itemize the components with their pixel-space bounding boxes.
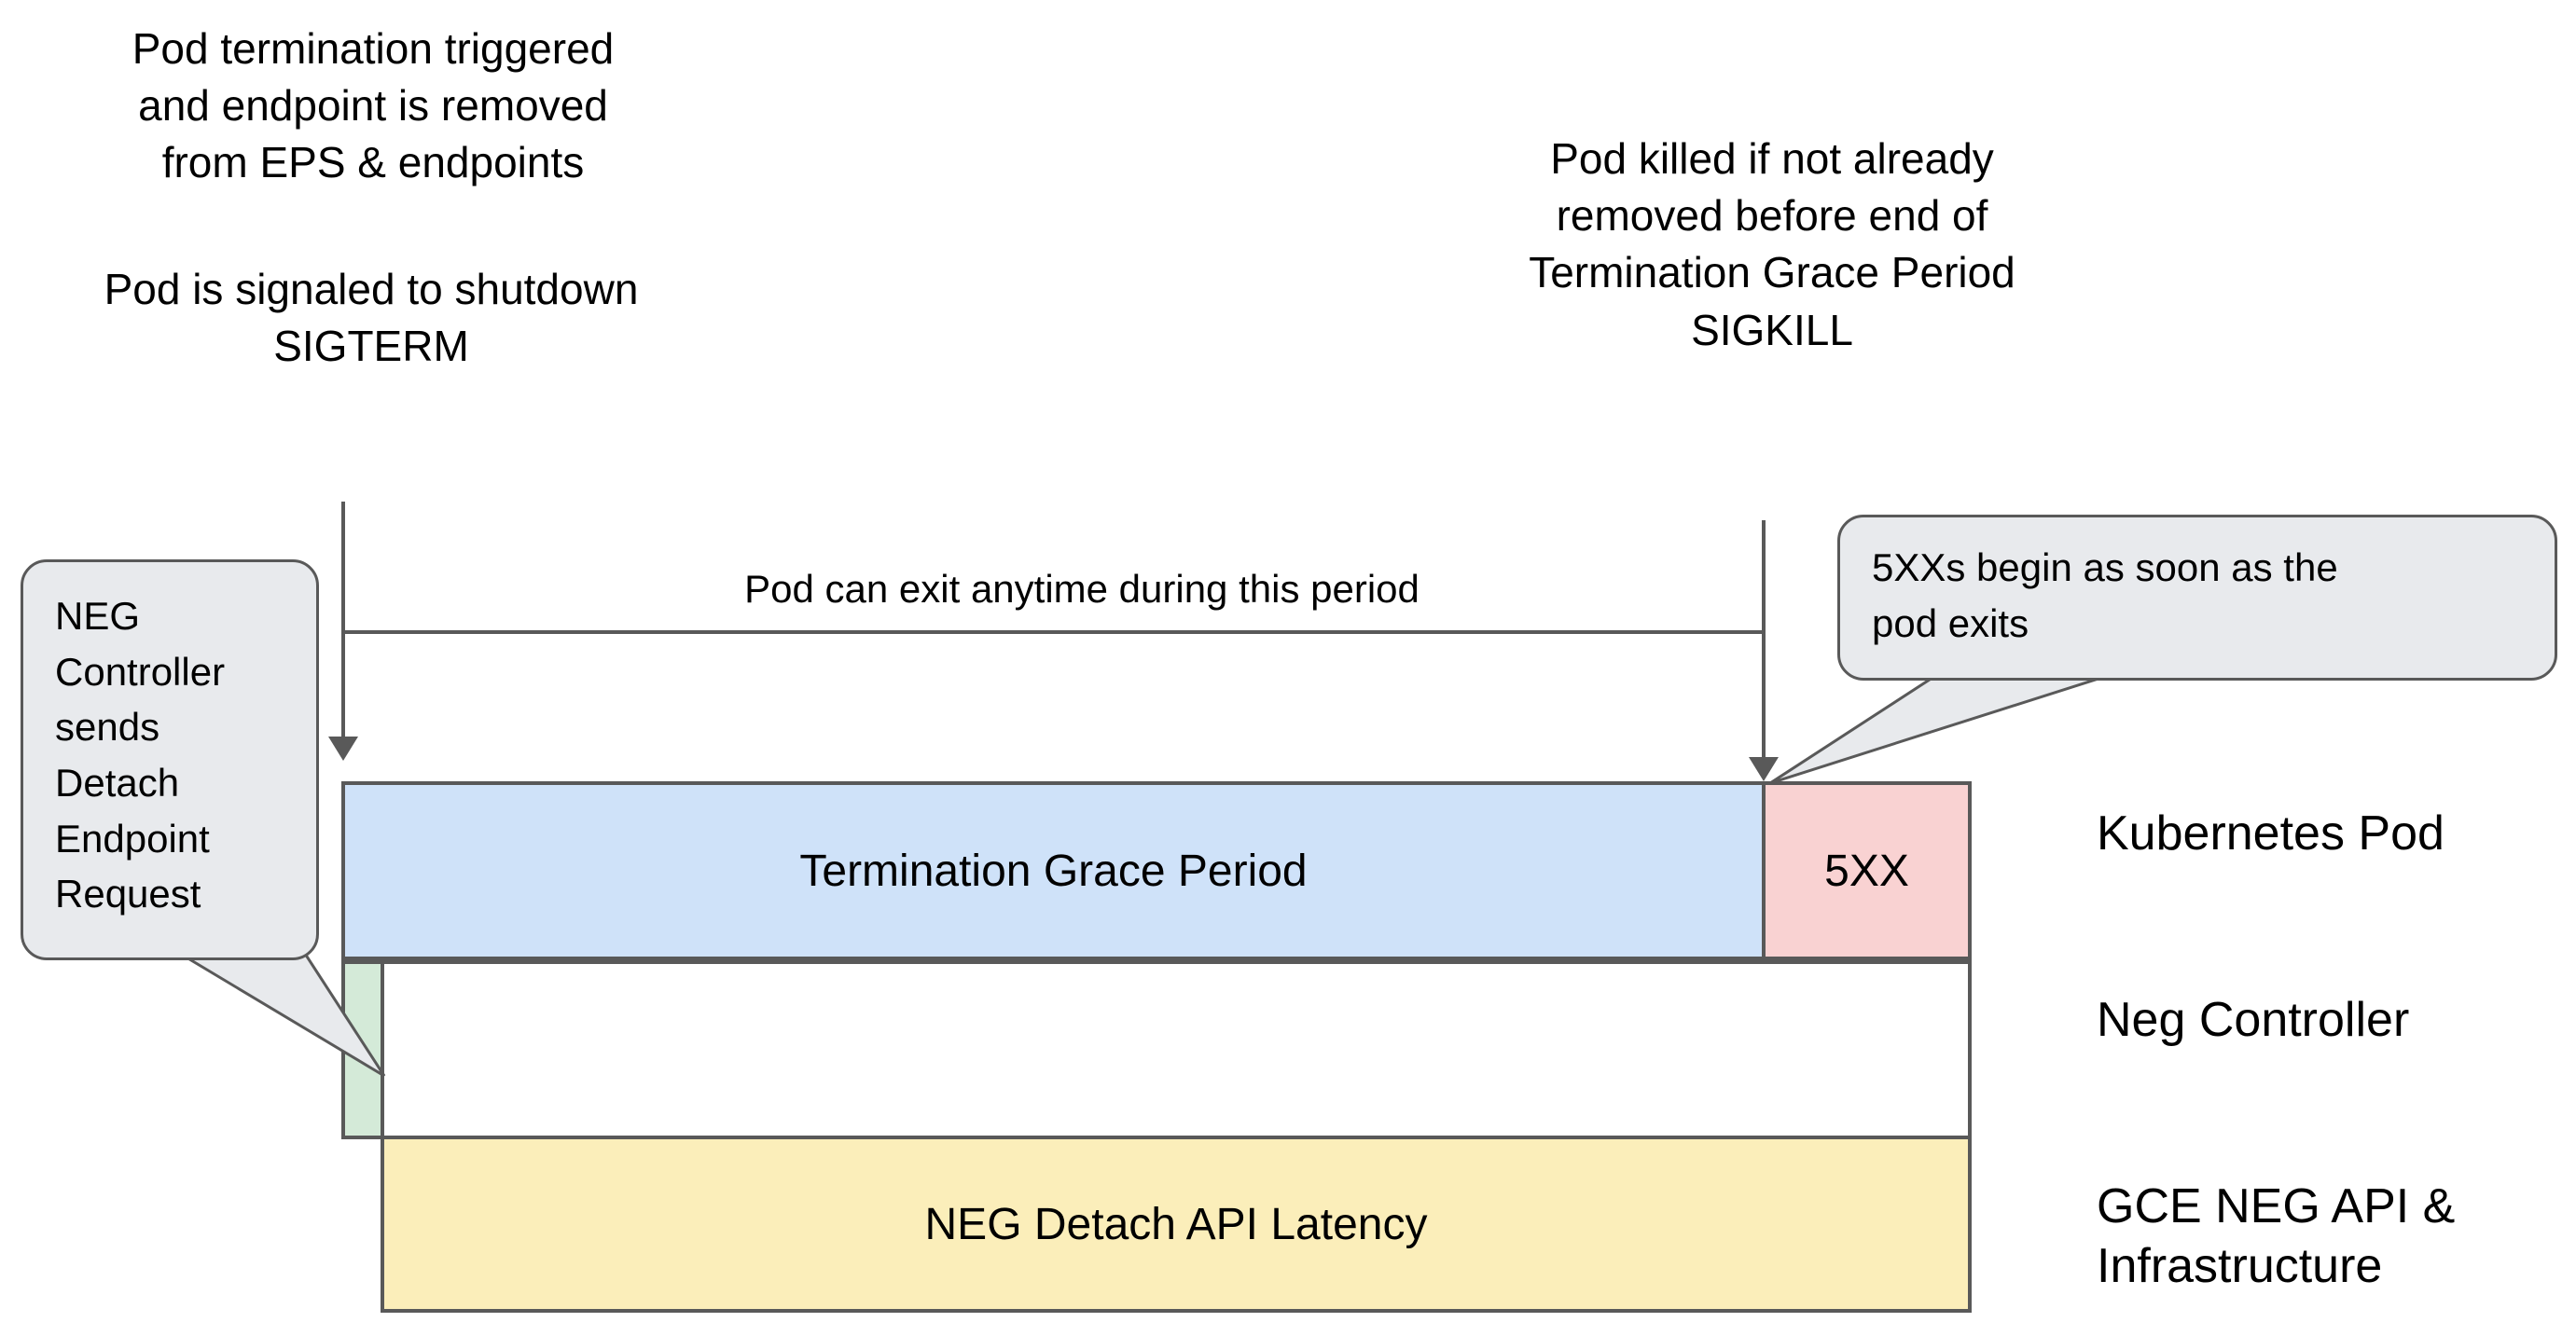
callout-5xx-begin-text: 5XXs begin as soon as the pod exits <box>1872 545 2338 645</box>
sigterm-marker-line <box>341 502 345 738</box>
row-label-gce-neg-api: GCE NEG API & Infrastructure <box>2097 1179 2456 1294</box>
bar-neg-detach-api-latency: NEG Detach API Latency <box>381 1136 1972 1313</box>
note-pod-killed-sigkill: Pod killed if not already removed before… <box>1529 134 2015 354</box>
bar-5xx: 5XX <box>1762 781 1972 960</box>
span-line <box>345 630 1764 634</box>
note-pod-signaled-shutdown: Pod is signaled to shutdown SIGTERM <box>104 265 639 371</box>
row-label-neg-controller: Neg Controller <box>2097 993 2410 1047</box>
callout-neg-detach-request-text: NEG Controller sends Detach Endpoint Req… <box>55 594 226 916</box>
callout-neg-detach-request: NEG Controller sends Detach Endpoint Req… <box>21 559 319 960</box>
down-arrow-icon <box>1749 757 1779 781</box>
bar-label-termination-grace-period: Termination Grace Period <box>799 846 1308 896</box>
span-label-pod-can-exit: Pod can exit anytime during this period <box>744 567 1420 611</box>
callout-5xx-begin: 5XXs begin as soon as the pod exits <box>1837 515 2557 681</box>
row-label-kubernetes-pod: Kubernetes Pod <box>2097 806 2444 861</box>
bar-label-5xx: 5XX <box>1824 846 1909 896</box>
sigkill-marker-line <box>1762 520 1766 759</box>
bar-label-neg-detach-api-latency: NEG Detach API Latency <box>924 1199 1428 1249</box>
note-pod-termination-triggered: Pod termination triggered and endpoint i… <box>132 24 615 187</box>
down-arrow-icon <box>328 737 358 761</box>
bar-termination-grace-period: Termination Grace Period <box>341 781 1766 960</box>
